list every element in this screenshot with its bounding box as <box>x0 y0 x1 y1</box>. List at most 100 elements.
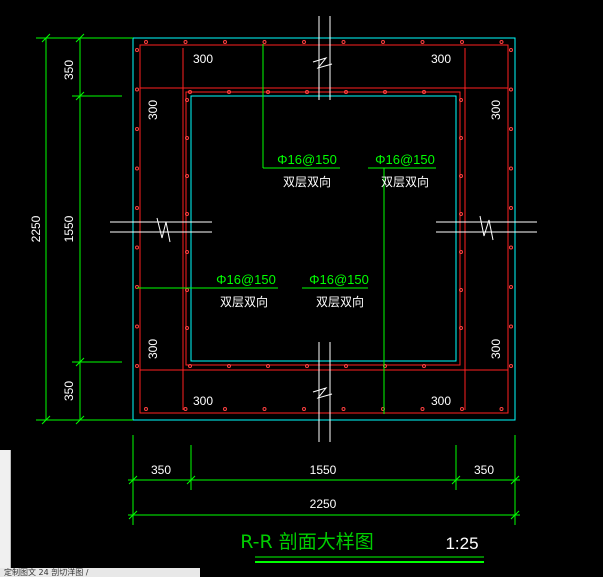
rebar-dot <box>341 407 346 411</box>
outer-outline <box>132 37 516 421</box>
drawing-title: R-R 剖面大样图 <box>240 531 374 553</box>
rebar-dot <box>135 245 139 250</box>
rebar-dot <box>188 90 192 94</box>
rebar-dot <box>227 364 231 368</box>
inner-outline <box>190 95 457 362</box>
rebar-dot <box>459 250 463 254</box>
opening-rebar <box>185 91 461 366</box>
rebar-dot <box>185 212 189 216</box>
rebar-dot <box>185 326 189 330</box>
layout-tabs-text: 定制图文 24 剖切洋图 / <box>4 568 89 577</box>
drawing-scale: 1:25 <box>445 534 478 553</box>
dim-left-total: 2250 <box>29 215 43 242</box>
dim-bottom-left: 350 <box>151 463 171 477</box>
side-panel-edge[interactable] <box>0 450 11 568</box>
rebar-dot <box>185 288 189 292</box>
rebar-dot <box>135 324 139 329</box>
dim-left-top: 350 <box>62 60 76 80</box>
rebar-dot <box>185 98 189 102</box>
rebar-note-3: 双层双向 <box>220 294 268 309</box>
dim-bottom-mid: 1550 <box>310 463 337 477</box>
rebar-dot <box>460 407 464 411</box>
rebar-dot <box>509 127 513 131</box>
rebar-dot <box>183 40 188 44</box>
bottom-dimensions <box>128 435 520 525</box>
rebar-dot <box>383 90 387 94</box>
rebar-dot <box>509 206 513 210</box>
dim-haunch-top-left: 300 <box>193 52 213 66</box>
rebar-dot <box>509 285 513 289</box>
rebar-dot <box>381 40 385 44</box>
rebar-dot <box>305 364 309 368</box>
rebar-dot <box>135 48 139 52</box>
rebar-dot <box>135 166 139 171</box>
rebar-dot <box>305 90 309 94</box>
rebar-note-1: 双层双向 <box>283 174 331 189</box>
dim-left-mid: 1550 <box>62 215 76 242</box>
rebar-label-3: Φ16@150 <box>216 272 276 287</box>
rebar-dot <box>509 324 513 329</box>
left-dimensions <box>36 33 133 425</box>
rebar-dot <box>223 40 227 44</box>
rebar-dot <box>223 407 227 411</box>
rebar-dot <box>135 364 139 368</box>
dim-haunch-bottom-left: 300 <box>193 394 213 408</box>
dim-bottom-right: 350 <box>474 463 494 477</box>
rebar-dot <box>185 174 189 178</box>
dim-left-bot: 350 <box>62 381 76 401</box>
dim-haunch-right-top: 300 <box>489 100 503 120</box>
rebar-dot <box>509 166 513 171</box>
rebar-dot <box>302 407 306 411</box>
rebar-dot <box>262 407 267 411</box>
rebar-dot <box>344 90 348 94</box>
rebar-dot <box>183 407 188 411</box>
rebar-dot <box>422 90 426 94</box>
rebar-dot <box>341 40 346 44</box>
dim-haunch-right-bottom: 300 <box>489 339 503 359</box>
break-lines <box>110 16 537 442</box>
inner-rebar <box>140 48 508 410</box>
rebar-dot <box>185 250 189 254</box>
rebar-label-1: Φ16@150 <box>277 152 337 167</box>
rebar-dot <box>185 136 189 140</box>
rebar-dot <box>144 407 148 411</box>
rebar-dot <box>459 136 463 140</box>
rebar-dot <box>188 364 192 368</box>
rebar-dot <box>135 206 139 210</box>
rebar-dot <box>262 40 267 44</box>
rebar-dot <box>509 364 513 368</box>
title-underline <box>255 556 484 563</box>
rebar-dot <box>509 48 513 52</box>
dim-haunch-left-bottom: 300 <box>146 339 160 359</box>
dim-bottom-total: 2250 <box>310 497 337 511</box>
rebar-dot <box>459 326 463 330</box>
rebar-dot <box>135 87 139 92</box>
rebar-dot <box>344 364 348 368</box>
dim-haunch-bottom-right: 300 <box>431 394 451 408</box>
rebar-dot <box>459 212 463 216</box>
rebar-dot <box>459 98 463 102</box>
rebar-note-2: 双层双向 <box>381 174 429 189</box>
rebar-label-2: Φ16@150 <box>375 152 435 167</box>
rebar-dot <box>509 87 513 92</box>
rebar-dot <box>499 40 504 44</box>
rebar-dot <box>266 364 270 368</box>
rebar-dot <box>509 245 513 250</box>
rebar-dot <box>499 407 504 411</box>
rebar-dot <box>420 407 425 411</box>
rebar-dot <box>302 40 306 44</box>
rebar-dot <box>459 174 463 178</box>
rebar-label-4: Φ16@150 <box>309 272 369 287</box>
rebar-dot <box>459 288 463 292</box>
layout-tab-bar[interactable]: 定制图文 24 剖切洋图 / <box>0 568 200 577</box>
rebar-dot <box>422 364 426 368</box>
dim-haunch-left-top: 300 <box>146 100 160 120</box>
rebar-dot <box>420 40 425 44</box>
rebar-dot <box>460 40 464 44</box>
dim-haunch-top-right: 300 <box>431 52 451 66</box>
rebar-dot <box>266 90 270 94</box>
rebar-dot <box>144 40 148 44</box>
rebar-dot <box>135 127 139 131</box>
rebar-dot <box>227 90 231 94</box>
